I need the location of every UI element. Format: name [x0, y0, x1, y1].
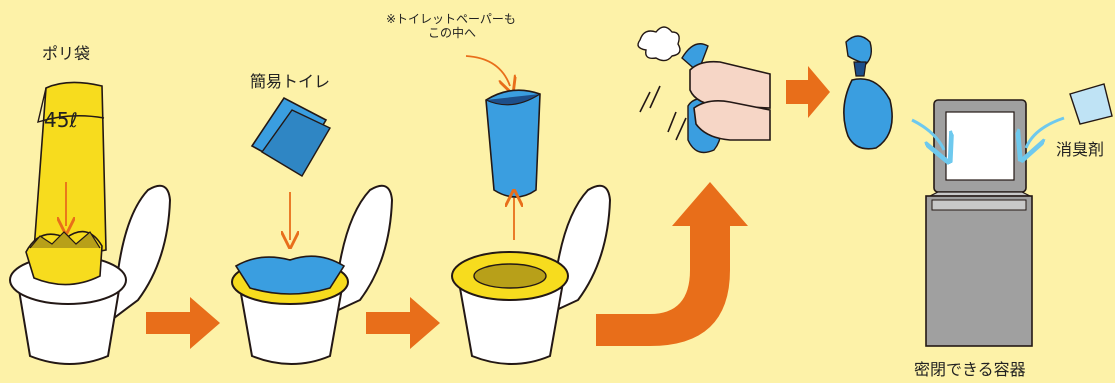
motion-lines: [639, 85, 687, 141]
toilet-paper-note-line2: この中へ: [428, 26, 477, 40]
toilet-icon: [9, 184, 172, 365]
toilet-icon: [231, 184, 394, 365]
step-arrow-2: [366, 297, 440, 349]
blue-bag-icon: [485, 89, 541, 198]
toilet-icon: [451, 184, 612, 365]
deodorant-into-container-arrow: [1026, 116, 1065, 148]
bag-size-label: 45ℓ: [44, 108, 78, 132]
step-arrow-1: [146, 297, 220, 349]
bag-into-container-arrow: [911, 118, 944, 150]
puff-icon: [637, 26, 681, 62]
tying-hands-icon: [681, 43, 771, 154]
step-arrow-3: [786, 66, 830, 118]
deodorant-label: 消臭剤: [1056, 140, 1105, 159]
simple-toilet-sheet-icon: [250, 96, 331, 177]
tied-bag-icon: [843, 35, 893, 150]
curved-arrow: [596, 182, 748, 346]
note-arrow: [465, 55, 510, 86]
deodorant-box-icon: [1069, 83, 1113, 125]
sealed-container-label: 密閉できる容器: [914, 360, 1026, 379]
container-icon: [925, 99, 1033, 347]
poly-bag-label: ポリ袋: [42, 44, 91, 63]
simple-toilet-label: 簡易トイレ: [250, 72, 331, 91]
toilet-paper-note-line1: ※トイレットペーパーも: [386, 12, 516, 26]
